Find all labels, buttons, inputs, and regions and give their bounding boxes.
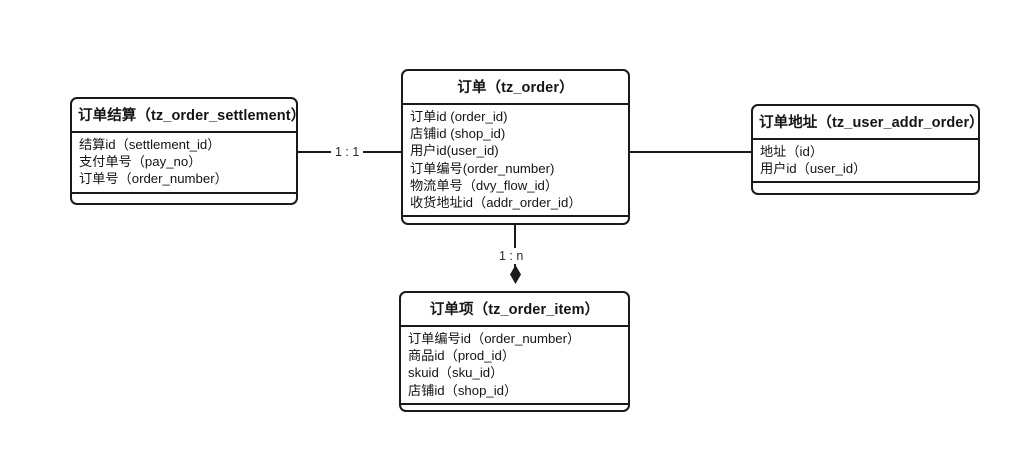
attribute-row: 用户id(user_id) — [410, 143, 499, 159]
attribute-row: 支付单号（pay_no） — [79, 154, 202, 170]
entity-title-order-item: 订单项（tz_order_item） — [401, 293, 628, 327]
attribute-row: 店铺id（shop_id） — [408, 382, 518, 398]
attribute-row: 订单编号id（order_number） — [408, 331, 581, 346]
entity-title-user-addr-order: 订单地址（tz_user_addr_order） — [753, 106, 984, 140]
attribute-row: 店铺id (shop_id) — [410, 126, 506, 142]
attribute-row: 物流单号（dvy_flow_id） — [410, 177, 559, 193]
attribute-row: 订单id (order_id) — [410, 109, 508, 124]
relationship-label-order-item: 1 : n — [495, 248, 528, 264]
attribute-row: 订单编号(order_number) — [410, 160, 555, 176]
attribute-row: 用户id（user_id） — [760, 161, 867, 177]
attribute-row: 收货地址id（addr_order_id） — [410, 195, 582, 211]
attribute-row: 结算id（settlement_id） — [79, 137, 221, 152]
entity-attributes-order-settlement: 结算id（settlement_id） 支付单号（pay_no） 订单号（ord… — [72, 133, 296, 194]
entity-title-order: 订单（tz_order） — [403, 71, 628, 105]
entity-attributes-order: 订单id (order_id) 店铺id (shop_id) 用户id(user… — [403, 105, 628, 218]
entity-order-item[interactable]: 订单项（tz_order_item） 订单编号id（order_number） … — [399, 291, 630, 412]
entity-attributes-user-addr-order: 地址（id） 用户id（user_id） — [753, 140, 978, 184]
entity-user-addr-order[interactable]: 订单地址（tz_user_addr_order） 地址（id） 用户id（use… — [751, 104, 984, 195]
entity-order[interactable]: 订单（tz_order） 订单id (order_id) 店铺id (shop_… — [401, 69, 630, 225]
entity-attributes-order-item: 订单编号id（order_number） 商品id（prod_id） skuid… — [401, 327, 628, 405]
attribute-row: 地址（id） — [760, 144, 824, 159]
attribute-row: 商品id（prod_id） — [408, 348, 516, 364]
entity-title-order-settlement: 订单结算（tz_order_settlement） — [72, 99, 305, 133]
attribute-row: 订单号（order_number） — [79, 171, 228, 187]
entity-order-settlement[interactable]: 订单结算（tz_order_settlement） 结算id（settlemen… — [70, 97, 305, 205]
connector-order-addr — [629, 151, 753, 153]
relationship-label-settlement-order: 1 : 1 — [331, 144, 364, 160]
attribute-row: skuid（sku_id） — [408, 365, 504, 381]
